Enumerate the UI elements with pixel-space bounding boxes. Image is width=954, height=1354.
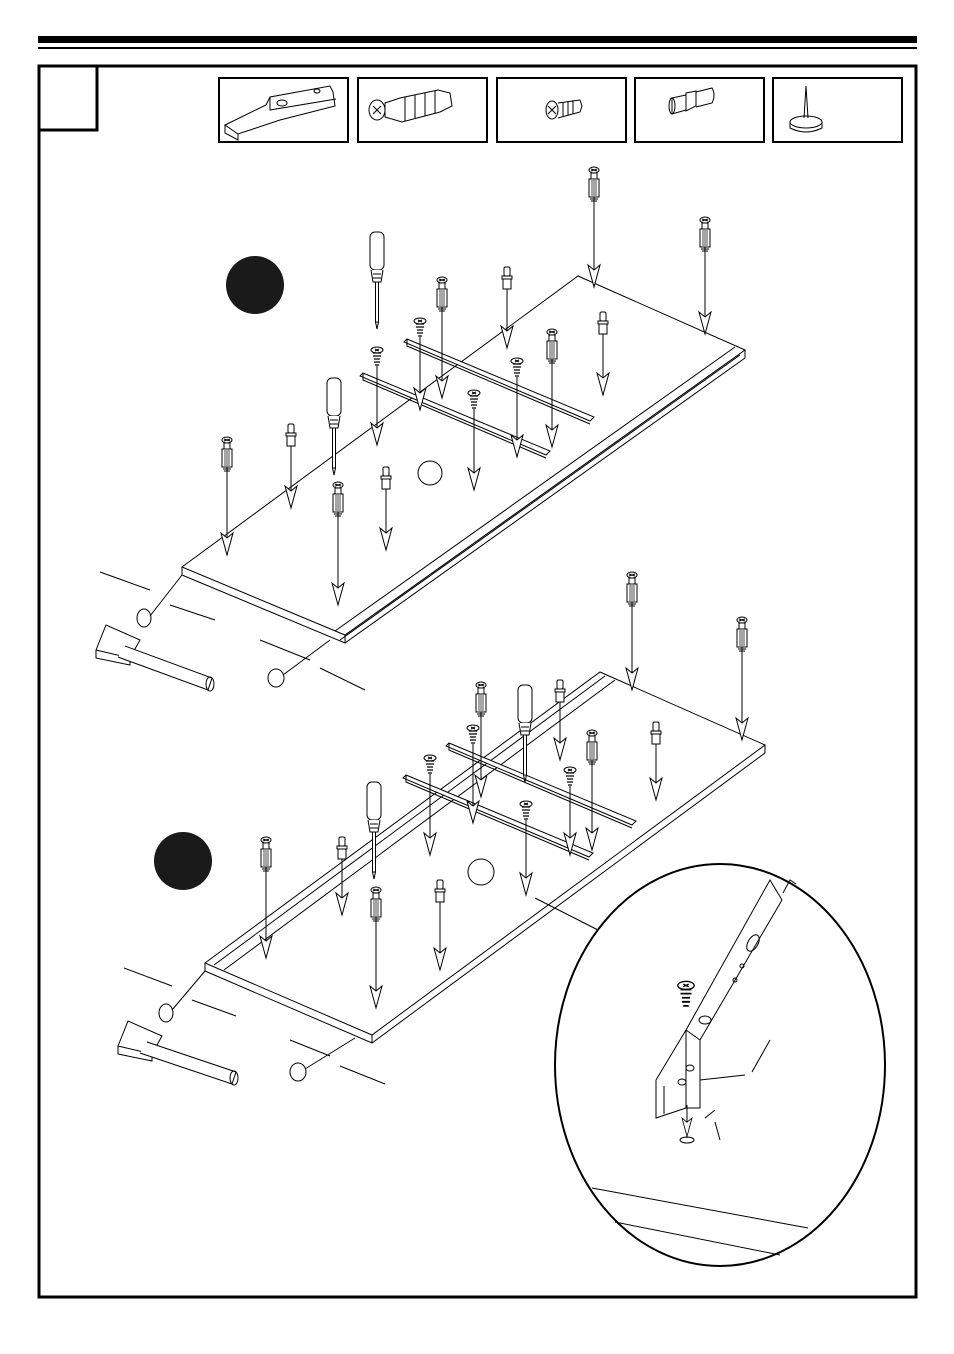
assembly-view-2 — [117, 671, 766, 1086]
cam-dowel-with-arrow — [625, 571, 639, 691]
countersunk-screw-icon — [466, 724, 480, 744]
cam-dowel-icon — [586, 729, 598, 765]
view-2-marker — [154, 832, 212, 890]
cam-dowel-with-arrow — [585, 729, 599, 851]
cam-dowel-with-arrow — [545, 328, 559, 448]
hole-circle — [417, 460, 443, 486]
cam-dowel-with-arrow — [259, 836, 273, 959]
shelf-support-peg-icon — [597, 311, 609, 335]
cam-dowel-icon — [260, 836, 272, 872]
cam-dowel-with-arrow — [369, 886, 383, 1009]
screw-with-arrow — [423, 754, 437, 856]
cam-dowel-with-arrow — [474, 681, 488, 798]
shelf-support-peg-icon — [380, 466, 392, 490]
step-frame — [37, 64, 918, 1299]
countersunk-screw-icon — [496, 77, 627, 143]
countersunk-screw-icon — [423, 754, 437, 774]
glide-2a — [158, 970, 206, 1023]
shelf-peg-with-arrow — [649, 721, 663, 801]
cam-dowel-with-arrow — [331, 481, 345, 606]
screw-with-arrow — [510, 357, 524, 458]
shelf-peg-with-arrow — [596, 311, 610, 396]
screw-with-arrow — [466, 724, 480, 824]
nail-glide-icon — [772, 77, 903, 143]
header-rule-thin — [38, 47, 917, 49]
shelf-support-peg-icon — [634, 77, 765, 143]
shelf-peg-with-arrow — [433, 879, 447, 971]
cam-dowel-with-arrow — [435, 276, 449, 399]
header-rule-thick — [38, 36, 917, 43]
glide-2b — [289, 1037, 356, 1082]
hammer-1 — [95, 571, 311, 692]
cam-dowel-icon — [475, 681, 487, 717]
cam-dowel-icon — [588, 166, 600, 202]
parts-list — [218, 77, 903, 143]
runner-detail-magnifier — [534, 863, 886, 1267]
shelf-peg-with-arrow — [284, 423, 298, 509]
view-1-marker — [226, 256, 284, 314]
screw-with-arrow — [467, 389, 481, 491]
shelf-peg-with-arrow — [500, 266, 514, 349]
shelf-peg-with-arrow — [379, 466, 393, 551]
shelf-support-peg-icon — [336, 836, 348, 860]
cam-dowel-icon — [736, 616, 748, 652]
countersunk-screw-icon — [370, 346, 384, 366]
cam-dowel-with-arrow — [220, 436, 234, 556]
cam-dowel-icon — [699, 216, 711, 252]
screw-with-arrow — [370, 346, 384, 446]
screwdriver-icon — [369, 231, 385, 330]
fasteners — [220, 166, 749, 1009]
step-number-box — [37, 64, 99, 132]
screw-with-arrow — [413, 317, 427, 411]
cam-dowel-icon — [546, 328, 558, 364]
cam-dowel-icon — [357, 77, 488, 143]
hammer-2 — [117, 967, 331, 1086]
cam-dowel-icon — [370, 886, 382, 922]
countersunk-screw-icon — [413, 317, 427, 337]
cam-dowel-icon — [436, 276, 448, 312]
cam-dowel-icon — [626, 571, 638, 607]
shelf-support-peg-icon — [434, 879, 446, 903]
shelf-support-peg-icon — [554, 679, 566, 703]
cam-dowel-icon — [332, 481, 344, 517]
shelf-support-peg-icon — [501, 266, 513, 290]
cam-dowel-with-arrow — [698, 216, 712, 335]
panel-board-1 — [180, 275, 747, 644]
cam-dowel-icon — [221, 436, 233, 472]
hole-circle — [467, 858, 495, 886]
cam-dowel-with-arrow — [587, 166, 601, 288]
assembly-view-1 — [95, 275, 747, 692]
drawer-runner-icon — [218, 77, 349, 143]
shelf-peg-with-arrow — [335, 836, 349, 916]
screw-with-arrow — [519, 800, 533, 896]
glide-1a — [136, 574, 183, 628]
screw-with-arrow — [563, 766, 577, 856]
shelf-peg-with-arrow — [553, 679, 567, 761]
cam-dowel-with-arrow — [735, 616, 749, 741]
panel-board-2 — [204, 671, 766, 1044]
glide-1b — [267, 639, 331, 688]
shelf-support-peg-icon — [650, 721, 662, 745]
shelf-support-peg-icon — [285, 423, 297, 447]
